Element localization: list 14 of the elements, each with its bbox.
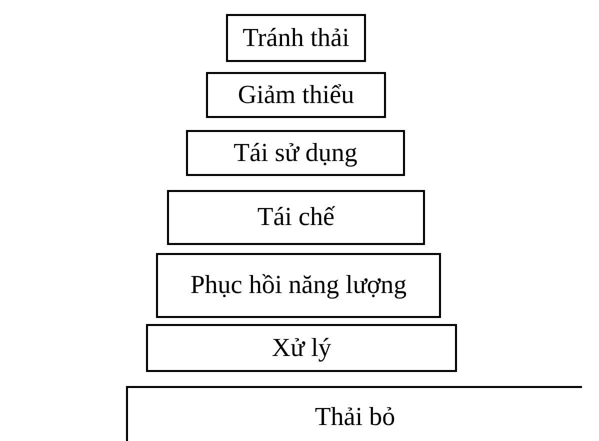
level-label: Tái chế xyxy=(257,203,335,232)
level-label: Tránh thải xyxy=(242,24,350,52)
level-label: Phục hồi năng lượng xyxy=(190,271,407,300)
level-label: Giảm thiểu xyxy=(238,80,354,110)
level-label: Tái sử dụng xyxy=(234,138,358,168)
pyramid-level-box xyxy=(156,253,441,318)
pyramid-level-box xyxy=(146,324,457,372)
pyramid-level-box xyxy=(167,190,425,245)
pyramid-level-box xyxy=(226,14,366,62)
pyramid-level-box xyxy=(206,72,386,118)
pyramid-level-box xyxy=(186,130,405,176)
level-label: Thải bỏ xyxy=(314,402,396,432)
pyramid-level-box xyxy=(126,386,582,441)
level-label: Xử lý xyxy=(272,334,332,362)
